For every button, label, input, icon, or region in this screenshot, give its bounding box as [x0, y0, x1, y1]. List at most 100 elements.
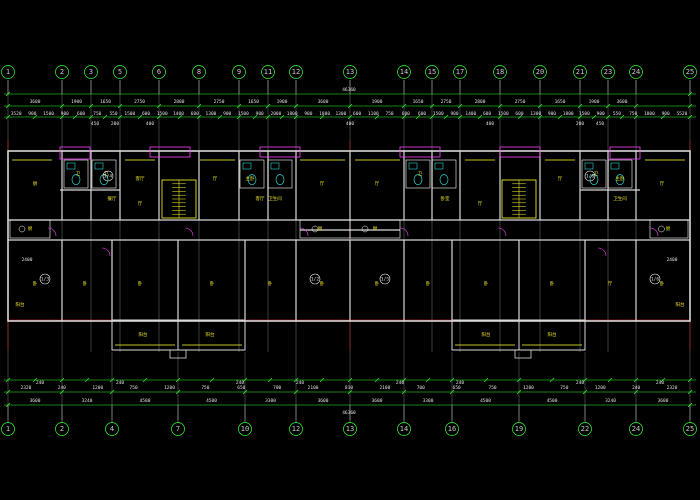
- grid-bubble-bottom: [105, 422, 119, 436]
- grid-bubble-bottom-label: 10: [241, 425, 249, 433]
- dim-sub-top-tick-25: [252, 114, 258, 120]
- dim-sub-bottom-tick-11: [633, 377, 639, 383]
- dim-top-sub-text: 600: [353, 111, 361, 117]
- dim-main-bottom-tick-3: [175, 389, 181, 395]
- dim-top-sub-text: 1500: [43, 111, 54, 117]
- room-label: 卧: [660, 280, 665, 287]
- room-label: 厅: [608, 281, 613, 287]
- detail-marker-circle: [309, 273, 321, 285]
- room-label: 厨: [33, 181, 38, 187]
- dim-top-main-text: 1650: [248, 99, 259, 105]
- dim-main-top-tick-14: [537, 103, 543, 109]
- dim-sub-bottom-tick-13: [32, 377, 38, 383]
- dim-sub-top-tick-29: [415, 114, 421, 120]
- bathroom-5: [431, 159, 457, 189]
- balcony-3: [518, 319, 586, 351]
- sink-7: [610, 162, 620, 170]
- top-protrusion-4: [499, 146, 541, 158]
- detail-marker-circle: [584, 170, 596, 182]
- dim-top-main-text: 2750: [515, 99, 526, 105]
- dim-sub-top-tick-35: [619, 114, 625, 120]
- grid-bubble-bottom: [1, 422, 15, 436]
- dim-sub-top-tick-3: [117, 114, 123, 120]
- sink-1: [94, 162, 104, 170]
- grid-bubble-bottom: [512, 422, 526, 436]
- dim-top-small-text: 400: [146, 121, 154, 127]
- outer-wall: [7, 150, 691, 322]
- grid-bubble-top: [425, 65, 439, 79]
- grid-bubble-bottom-label: 14: [400, 425, 408, 433]
- toilet-0: [71, 174, 81, 185]
- dim-sub-top-tick-1: [59, 114, 65, 120]
- dim-top-sub-text: 1100: [368, 111, 379, 117]
- grid-bubble-top-label: 20: [536, 68, 544, 76]
- room-label: 卧: [268, 280, 273, 287]
- dim-sub-top-tick-22: [137, 114, 143, 120]
- grid-bubble-bottom-label: 19: [515, 425, 523, 433]
- grid-bubble-top: [493, 65, 507, 79]
- room-label: 客厅: [136, 175, 145, 182]
- grid-bubble-bottom-label: 25: [686, 425, 694, 433]
- dim-sub-top-tick-36: [660, 114, 666, 120]
- door-arc-7: [649, 227, 659, 237]
- dim-main-top-tick-5: [196, 103, 202, 109]
- detail-marker-text: 1/3: [41, 277, 49, 283]
- dim-bottom-sub-text: 2100: [308, 385, 319, 391]
- dim-top-small-text: 200: [111, 121, 119, 127]
- toilet-5: [439, 174, 449, 185]
- grid-bubble-top-label: 18: [496, 68, 504, 76]
- dim-sub-top-tick-21: [102, 114, 108, 120]
- dim-sub-top-tick-4: [156, 114, 162, 120]
- balcony-1: [177, 319, 246, 351]
- dim-bottom-sub-text: 1200: [92, 385, 103, 391]
- dim-top-small-text: 400: [486, 121, 494, 127]
- dim-sub-bottom-tick-4: [242, 377, 248, 383]
- grid-bubble-bottom: [289, 422, 303, 436]
- room-label: 厨: [373, 226, 378, 232]
- grid-bubble-top-label: 23: [604, 68, 612, 76]
- grid-bubble-top: [289, 65, 303, 79]
- dim-top-sub-text: 550: [613, 111, 621, 117]
- dim-main-top-tick-16: [605, 103, 611, 109]
- grid-bubble-top-label: 24: [632, 68, 640, 76]
- room-label: 卧: [484, 280, 489, 287]
- dim-top-small-text: 400: [346, 121, 354, 127]
- dim-sub-bottom-tick-8: [449, 377, 455, 383]
- kitchen-counter-1: [299, 219, 351, 239]
- dim-bottom-sub-text: 240: [58, 385, 66, 391]
- room-label: 厅: [558, 176, 563, 182]
- dim-main-bottom-tick-2: [109, 389, 115, 395]
- dim-sub-top-tick-28: [374, 114, 380, 120]
- dim-top-main-text: 1650: [555, 99, 566, 105]
- dim-sub-top-tick-18: [687, 114, 693, 120]
- dim-sub-top-tick-30: [443, 114, 449, 120]
- dim-top-small-text: 450: [91, 121, 99, 127]
- dim-bottom-small-text: 240: [116, 380, 124, 386]
- grid-bubble-top-label: 15: [428, 68, 436, 76]
- top-protrusion-1: [149, 146, 191, 158]
- detail-marker-text: 1/8: [586, 174, 594, 180]
- dim-sub-top-tick-19: [32, 114, 38, 120]
- dim-bottom-main-text: 3240: [605, 398, 616, 404]
- dim-top-sub-text: 750: [386, 111, 394, 117]
- detail-marker-circle: [39, 273, 51, 285]
- dim-main-bottom-tick-11: [633, 389, 639, 395]
- grid-bubble-bottom-label: 7: [176, 425, 180, 433]
- dim-bottom-main-text: 3600: [658, 398, 669, 404]
- detail-marker-text: 1/2: [311, 277, 319, 283]
- dim-bottom-sub-text: 810: [345, 385, 353, 391]
- toilet-6: [589, 174, 599, 185]
- sink-6: [584, 162, 594, 170]
- dim-main-bottom-tick-12: [687, 389, 693, 395]
- bathroom-6: [581, 159, 607, 189]
- room-label: 主卧: [246, 175, 255, 182]
- dim-sub-bottom-tick-2: [109, 377, 115, 383]
- dim-top-main-text: 1900: [589, 99, 600, 105]
- grid-bubble-top: [55, 65, 69, 79]
- dim-sub-bottom-tick-18: [319, 377, 325, 383]
- grid-bubble-top: [1, 65, 15, 79]
- dim-main-top-tick-12: [457, 103, 463, 109]
- grid-bubble-top: [152, 65, 166, 79]
- dim-total-top-text: 46360: [342, 87, 356, 93]
